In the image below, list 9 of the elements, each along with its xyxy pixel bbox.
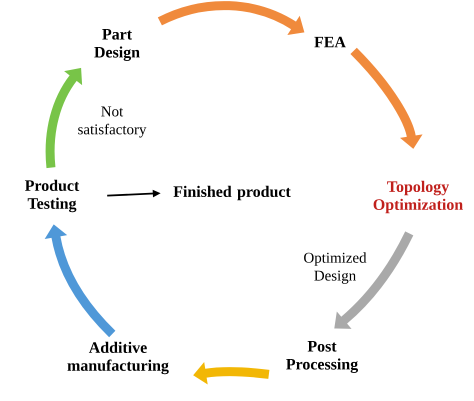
edge-label: Optimized Design xyxy=(304,252,366,284)
step-label: Part Design xyxy=(94,29,140,61)
edge-label: Not satisfactory xyxy=(78,106,146,138)
step-label: Topology Optimization xyxy=(374,180,463,214)
step-label: Product Testing xyxy=(24,180,80,212)
step-label: Finished product xyxy=(174,186,291,200)
step-label: Post Processing xyxy=(286,341,358,373)
step-label: FEA xyxy=(314,36,346,48)
step-label: Additive manufacturing xyxy=(68,342,169,374)
